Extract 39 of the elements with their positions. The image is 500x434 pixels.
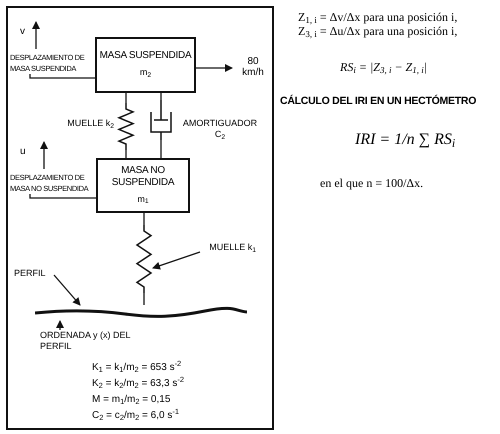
formula-text: RS$_{i}$ = |Z$_{3, i}$ − Z$_{1, i}$| <box>340 60 428 75</box>
leader-arrow <box>152 251 200 270</box>
mass-label: MASA SUSPENDIDA <box>98 50 192 62</box>
constant-text: C$_{2}$ = c$_{2}$/m$_{2}$ = 6,0 s$^{-1}$ <box>92 410 180 422</box>
leader-arrow <box>54 274 81 306</box>
mass-symbol: m$_{1}$ <box>137 192 149 206</box>
leader-line <box>29 194 96 199</box>
spring-symbol <box>117 103 135 150</box>
component-label: MUELLE k$_{2}$ <box>66 118 114 129</box>
formula-text: Z$_{1, i}$ = Δv/Δx para una posición i, <box>298 10 458 25</box>
connector-line <box>143 293 145 305</box>
road-profile-line <box>35 305 247 321</box>
annotation-text: PERFIL <box>14 268 47 279</box>
formula-text: IRI = 1/n ∑ RS$_{i}$ <box>355 130 456 150</box>
constant-text: M = m$_{1}$/m$_{2}$ = 0,15 <box>92 394 170 406</box>
mass-label: MASA NO SUSPENDIDA <box>110 164 176 189</box>
spring-symbol <box>135 225 153 293</box>
variable-label: u <box>20 146 26 158</box>
component-label: AMORTIGUADOR C$_{2}$ <box>182 118 258 140</box>
section-heading: CÁLCULO DEL IRI EN UN HECTÓMETRO <box>280 94 478 109</box>
mass-box <box>95 37 196 93</box>
connector-line <box>143 213 145 225</box>
damper-symbol <box>148 100 174 140</box>
connector-line <box>160 93 162 100</box>
annotation-text: MUELLE k$_{1}$ <box>208 242 256 253</box>
formula-text: Z$_{3, i}$ = Δu/Δx para una posición i, <box>298 24 458 39</box>
annotation-text: ORDENADA y (x) DEL PERFIL <box>40 330 132 352</box>
connector-line <box>125 93 127 103</box>
formula-text: en el que n = 100/Δx. <box>320 176 424 191</box>
connector-line <box>160 140 162 158</box>
constant-text: K$_{2}$ = k$_{2}$/m$_{2}$ = 63,3 s$^{-2}$ <box>92 378 184 390</box>
leader-line <box>29 74 95 79</box>
mass-box <box>96 158 190 213</box>
variable-label: v <box>20 26 25 38</box>
connector-line <box>125 150 127 158</box>
arrow <box>196 64 233 72</box>
mass-symbol: m$_{2}$ <box>140 66 152 80</box>
leader-arrow <box>56 320 64 330</box>
constant-text: K$_{1}$ = k$_{1}$/m$_{2}$ = 653 s$^{-2}$ <box>92 362 182 374</box>
